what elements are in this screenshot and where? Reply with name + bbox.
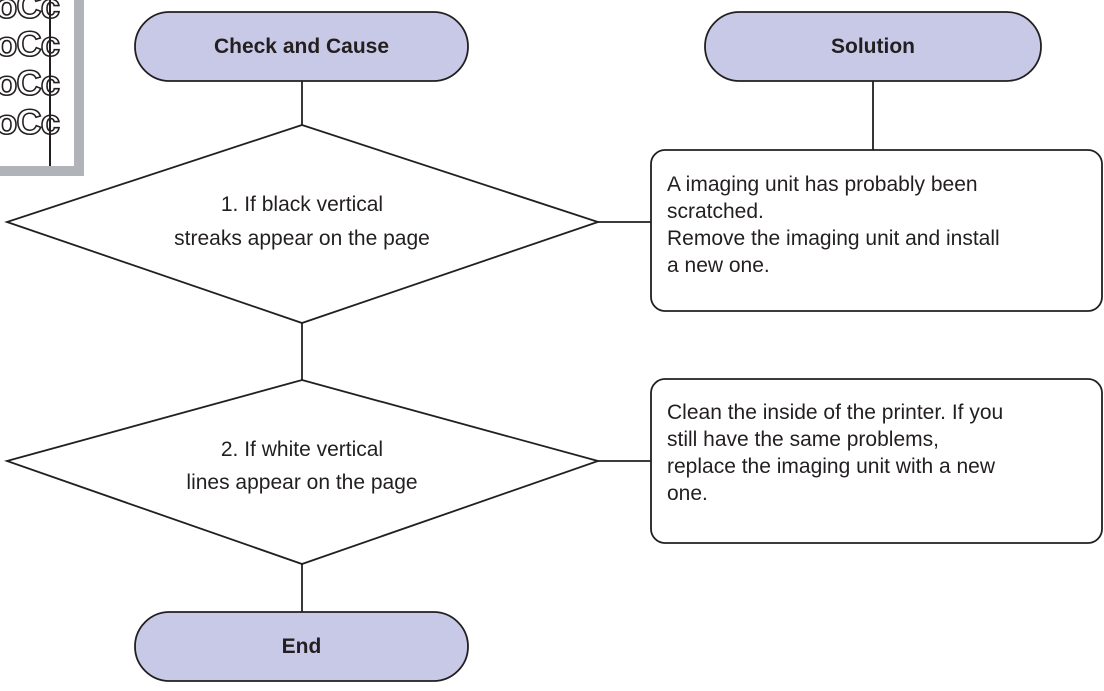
decision-1-line-1: 1. If black vertical	[221, 193, 383, 216]
solution-box-2	[650, 378, 1103, 544]
solution-header-pill	[704, 11, 1042, 82]
print-sample-paper: oCc oCc oCc oCc	[0, 0, 74, 166]
solution-1-line: scratched.	[667, 200, 764, 223]
solution-label: Solution	[831, 35, 915, 58]
decision-2-line-2: lines appear on the page	[186, 471, 417, 494]
solution-2-line: replace the imaging unit with a new	[667, 455, 996, 478]
decision-diamond-1	[4, 124, 601, 324]
decision-diamond-2	[3, 379, 602, 565]
solution-1-text: A imaging unit has probably been scratch…	[667, 171, 1000, 279]
solution-2-text: Clean the inside of the printer. If you …	[667, 399, 1003, 507]
decision-2-line-1: 2. If white vertical	[221, 438, 383, 461]
print-sample-image: oCc oCc oCc oCc	[0, 0, 84, 176]
solution-1-line: a new one.	[667, 254, 770, 277]
decision-1-line-2: streaks appear on the page	[174, 227, 430, 250]
solution-box-1	[650, 149, 1103, 312]
solution-2-line: still have the same problems,	[667, 428, 939, 451]
check-and-cause-label: Check and Cause	[214, 35, 389, 58]
vertical-streak	[49, 0, 51, 166]
solution-2-line: Clean the inside of the printer. If you	[667, 401, 1004, 424]
check-and-cause-header-pill	[134, 11, 469, 82]
solution-1-line: A imaging unit has probably been	[667, 173, 978, 196]
solution-1-line: Remove the imaging unit and install	[667, 227, 1000, 250]
solution-2-line: one.	[667, 482, 708, 505]
end-pill	[134, 611, 469, 682]
end-label: End	[282, 635, 322, 658]
